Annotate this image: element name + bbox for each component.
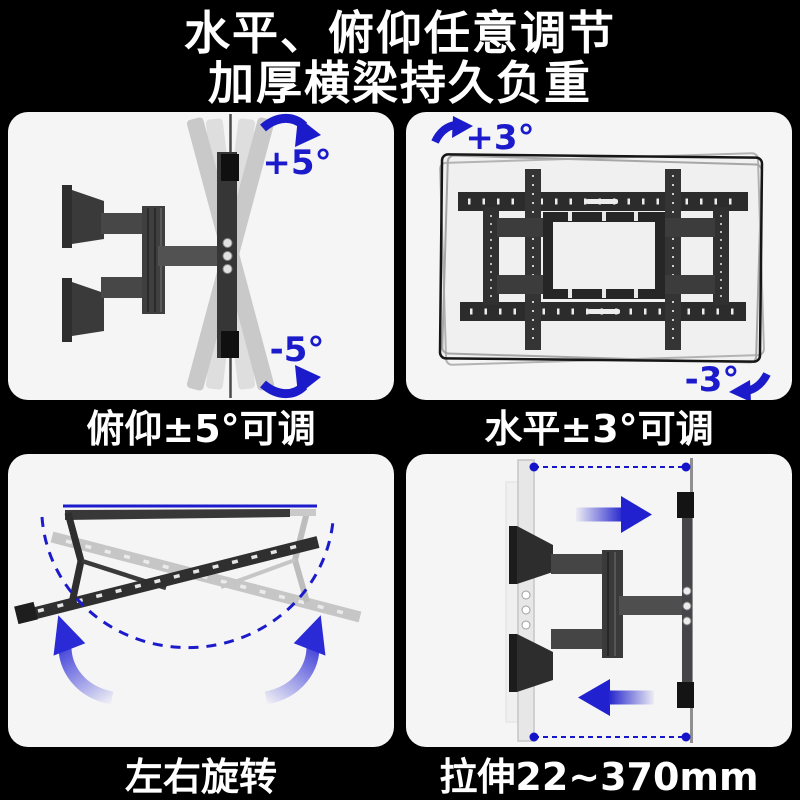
tilt-wall-plate [217,152,239,358]
level-cw-arrow-icon [431,116,473,144]
extend-arm [509,526,685,692]
tilt-arm-side-view [62,185,228,342]
level-caption: 水平±3°可调 [484,407,714,451]
extend-tv-strip [517,459,535,742]
extend-measure-bottom [529,732,691,742]
extend-diagram [505,458,694,743]
tilt-up-arrow-icon [260,113,321,147]
level-mount-front [458,169,748,350]
extend-panel [406,454,792,747]
extend-wall-plate [677,492,694,708]
rotate-tv-rail [65,509,316,520]
rotate-diagram [14,504,362,705]
rotate-arc [40,516,335,650]
rotate-right-arrow-icon [264,615,326,705]
extend-in-arrow-icon [578,679,654,716]
level-angle-cw-label: +3° [465,118,535,158]
rotate-caption: 左右旋转 [124,755,277,799]
rotate-wall-rail [14,536,320,625]
level-angle-ccw-label: -3° [684,360,740,400]
tilt-angle-down-label: -5° [269,330,325,370]
rotate-panel [8,454,394,747]
level-ccw-arrow-icon [729,372,771,400]
tilt-angle-up-label: +5° [262,143,332,183]
rotate-ghost-arm [220,511,310,603]
rotate-ghost-rail [50,531,362,623]
tilt-diagram [62,113,321,399]
extend-caption: 拉伸22~370mm [439,755,759,799]
extend-out-arrow-icon [576,496,652,533]
tilt-panel: +5° -5° [8,112,394,400]
page-title-line1: 水平、俯仰任意调节 [184,6,616,60]
level-panel: +3° -3° [406,112,792,400]
extend-measure-top [529,462,691,472]
rotate-left-arrow-icon [53,615,114,705]
level-diagram [431,116,771,400]
tilt-caption: 俯仰±5°可调 [86,407,316,451]
page-title-line2: 加厚横梁持久负重 [208,56,592,110]
tilt-down-arrow-icon [260,365,321,399]
